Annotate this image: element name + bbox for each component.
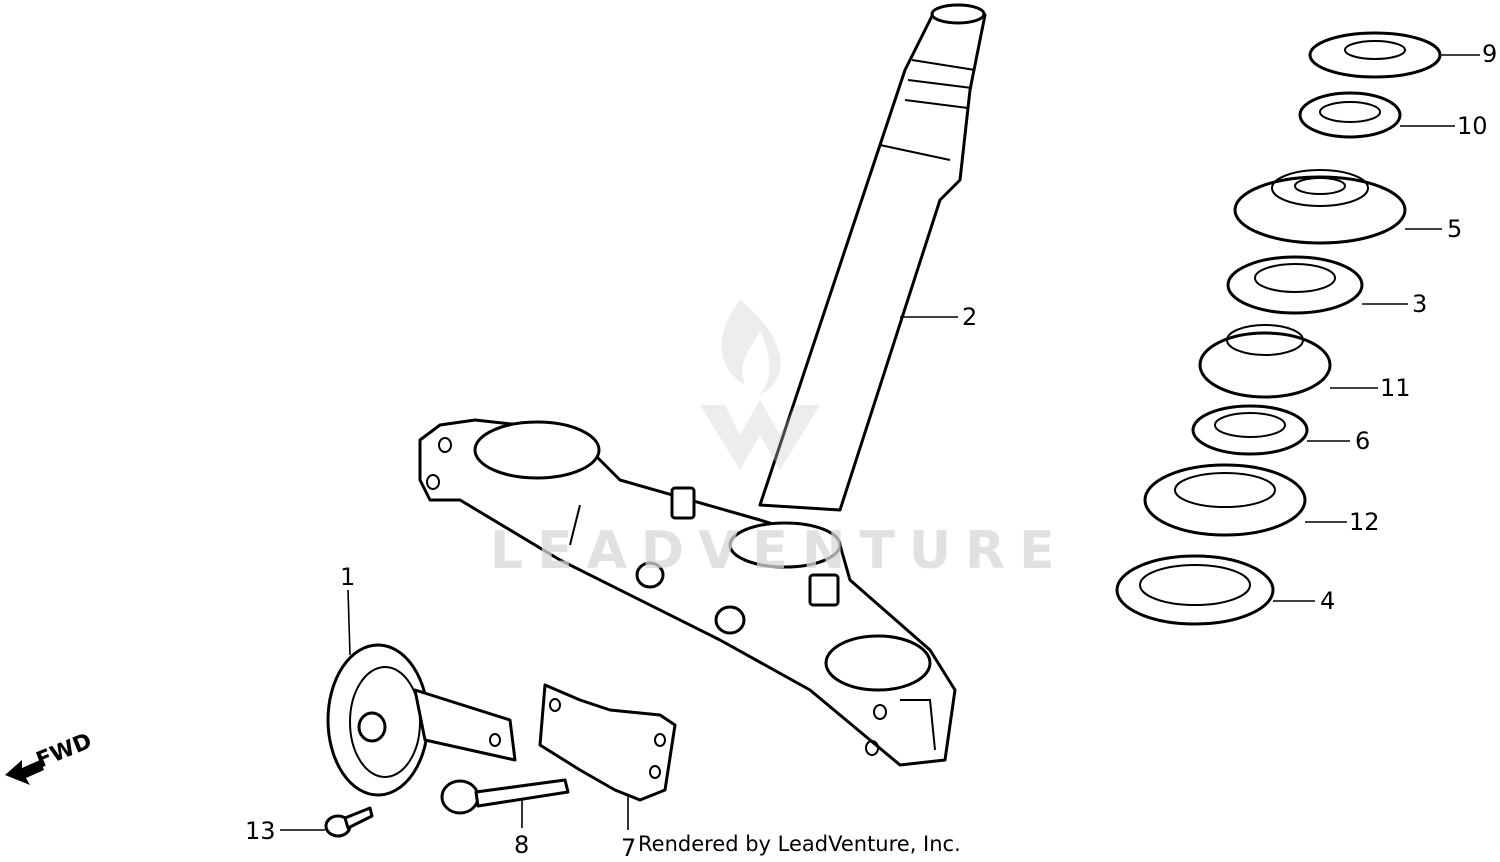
watermark-logo bbox=[700, 300, 820, 470]
render-credit: Rendered by LeadVenture, Inc. bbox=[638, 832, 961, 856]
race-6 bbox=[1191, 404, 1309, 456]
callout-6: 6 bbox=[1355, 427, 1370, 455]
forward-direction-arrow: FWD bbox=[5, 729, 96, 785]
race-4 bbox=[1115, 554, 1275, 626]
fwd-label: FWD bbox=[33, 729, 96, 774]
adjusting-nut-5 bbox=[1233, 169, 1407, 245]
steering-stem bbox=[758, 3, 987, 512]
callout-5: 5 bbox=[1447, 215, 1462, 243]
lock-washer-10 bbox=[1298, 91, 1402, 139]
callout-10: 10 bbox=[1457, 112, 1488, 140]
callout-1: 1 bbox=[340, 563, 355, 591]
nut-9 bbox=[1308, 31, 1442, 79]
watermark-text: LEADVENTURE bbox=[490, 521, 1069, 581]
bolt bbox=[440, 778, 570, 815]
callout-11: 11 bbox=[1380, 374, 1411, 402]
callout-3: 3 bbox=[1412, 290, 1427, 318]
horn bbox=[326, 643, 517, 797]
callout-7: 7 bbox=[621, 834, 636, 862]
callout-2: 2 bbox=[962, 303, 977, 331]
callout-9: 9 bbox=[1482, 40, 1497, 68]
callout-4: 4 bbox=[1320, 587, 1335, 615]
dust-seal-3 bbox=[1226, 255, 1364, 315]
bottom-bridge bbox=[418, 418, 957, 767]
horn-bracket bbox=[538, 683, 677, 802]
callout-13: 13 bbox=[245, 817, 276, 845]
screw bbox=[324, 806, 374, 838]
callout-8: 8 bbox=[514, 831, 529, 859]
callout-12: 12 bbox=[1349, 508, 1380, 536]
leader-lines bbox=[280, 54, 1480, 831]
bearing-11 bbox=[1198, 324, 1332, 399]
bearing-12 bbox=[1143, 463, 1307, 537]
